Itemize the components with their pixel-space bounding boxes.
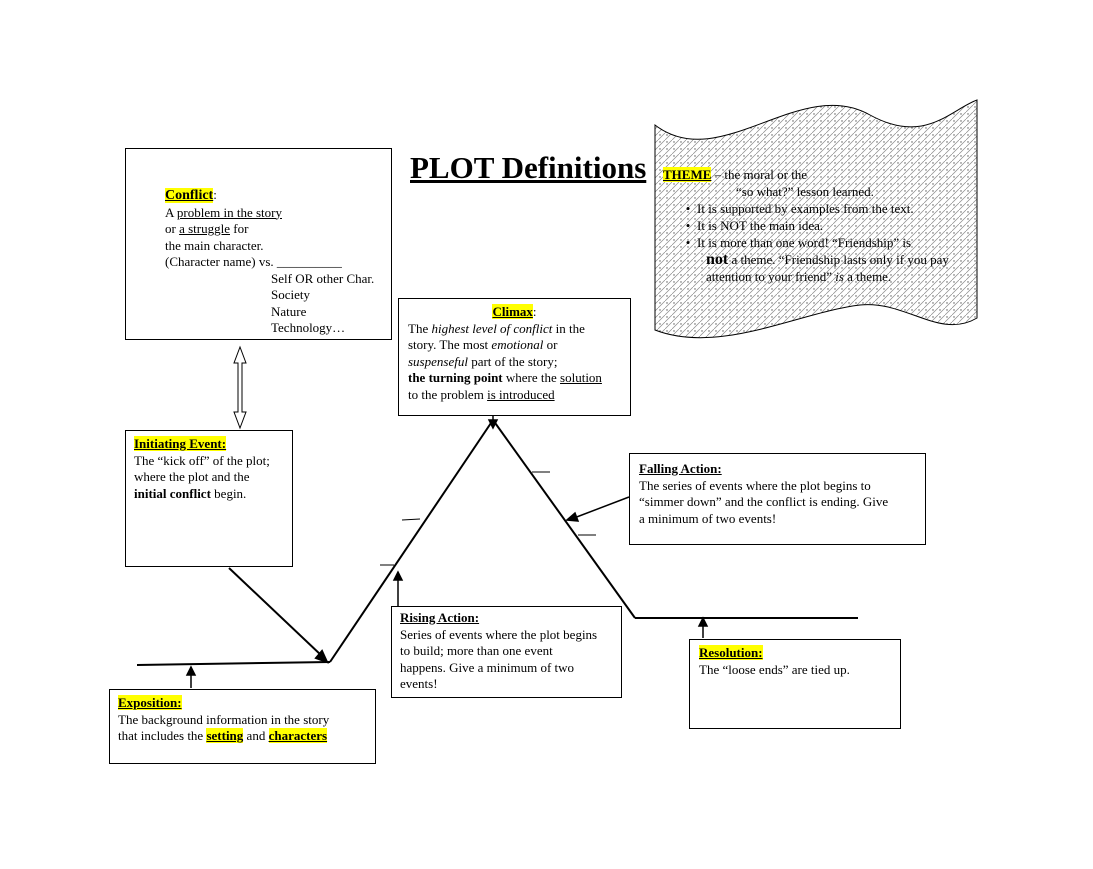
bullet-icon: • bbox=[685, 218, 691, 233]
conflict-double-arrow bbox=[233, 345, 247, 430]
initiating-event-box: Initiating Event: The “kick off” of the … bbox=[125, 430, 293, 567]
rising-action-label: Rising Action: bbox=[400, 610, 480, 625]
plot-line bbox=[136, 419, 858, 666]
resolution-arrow bbox=[697, 616, 709, 638]
initiating-arrow bbox=[228, 567, 329, 664]
resolution-label: Resolution: bbox=[699, 645, 763, 660]
falling-action-box: Falling Action: The series of events whe… bbox=[629, 453, 926, 545]
page-title: PLOT Definitions bbox=[410, 150, 647, 185]
exposition-box: Exposition: The background information i… bbox=[109, 689, 376, 764]
event-ticks bbox=[380, 471, 596, 566]
conflict-option: Technology… bbox=[271, 320, 346, 335]
conflict-option: Society bbox=[271, 287, 310, 302]
climax-arrow bbox=[487, 416, 499, 430]
resolution-box: Resolution: The “loose ends” are tied up… bbox=[689, 639, 901, 729]
rising-action-box: Rising Action: Series of events where th… bbox=[391, 606, 622, 698]
climax-box: Climax: The highest level of conflict in… bbox=[398, 298, 631, 416]
falling-action-label: Falling Action: bbox=[639, 461, 722, 476]
theme-text: THEME – the moral or the “so what?” less… bbox=[663, 167, 949, 284]
conflict-option: Self OR other Char. bbox=[271, 270, 375, 286]
conflict-box: Conflict: A problem in the story or a st… bbox=[125, 148, 392, 340]
theme-label: THEME bbox=[663, 167, 712, 182]
exposition-arrow bbox=[185, 665, 197, 688]
conflict-option: Nature bbox=[271, 303, 307, 319]
bullet-icon: • bbox=[685, 235, 691, 250]
theme-scroll bbox=[654, 99, 978, 339]
falling-arrow bbox=[565, 496, 630, 522]
rising-arrow bbox=[392, 570, 404, 606]
initiating-event-label: Initiating Event: bbox=[134, 436, 227, 451]
bullet-icon: • bbox=[685, 201, 691, 216]
exposition-label: Exposition: bbox=[118, 695, 182, 710]
climax-label: Climax bbox=[492, 304, 533, 319]
conflict-label: Conflict bbox=[165, 188, 214, 203]
